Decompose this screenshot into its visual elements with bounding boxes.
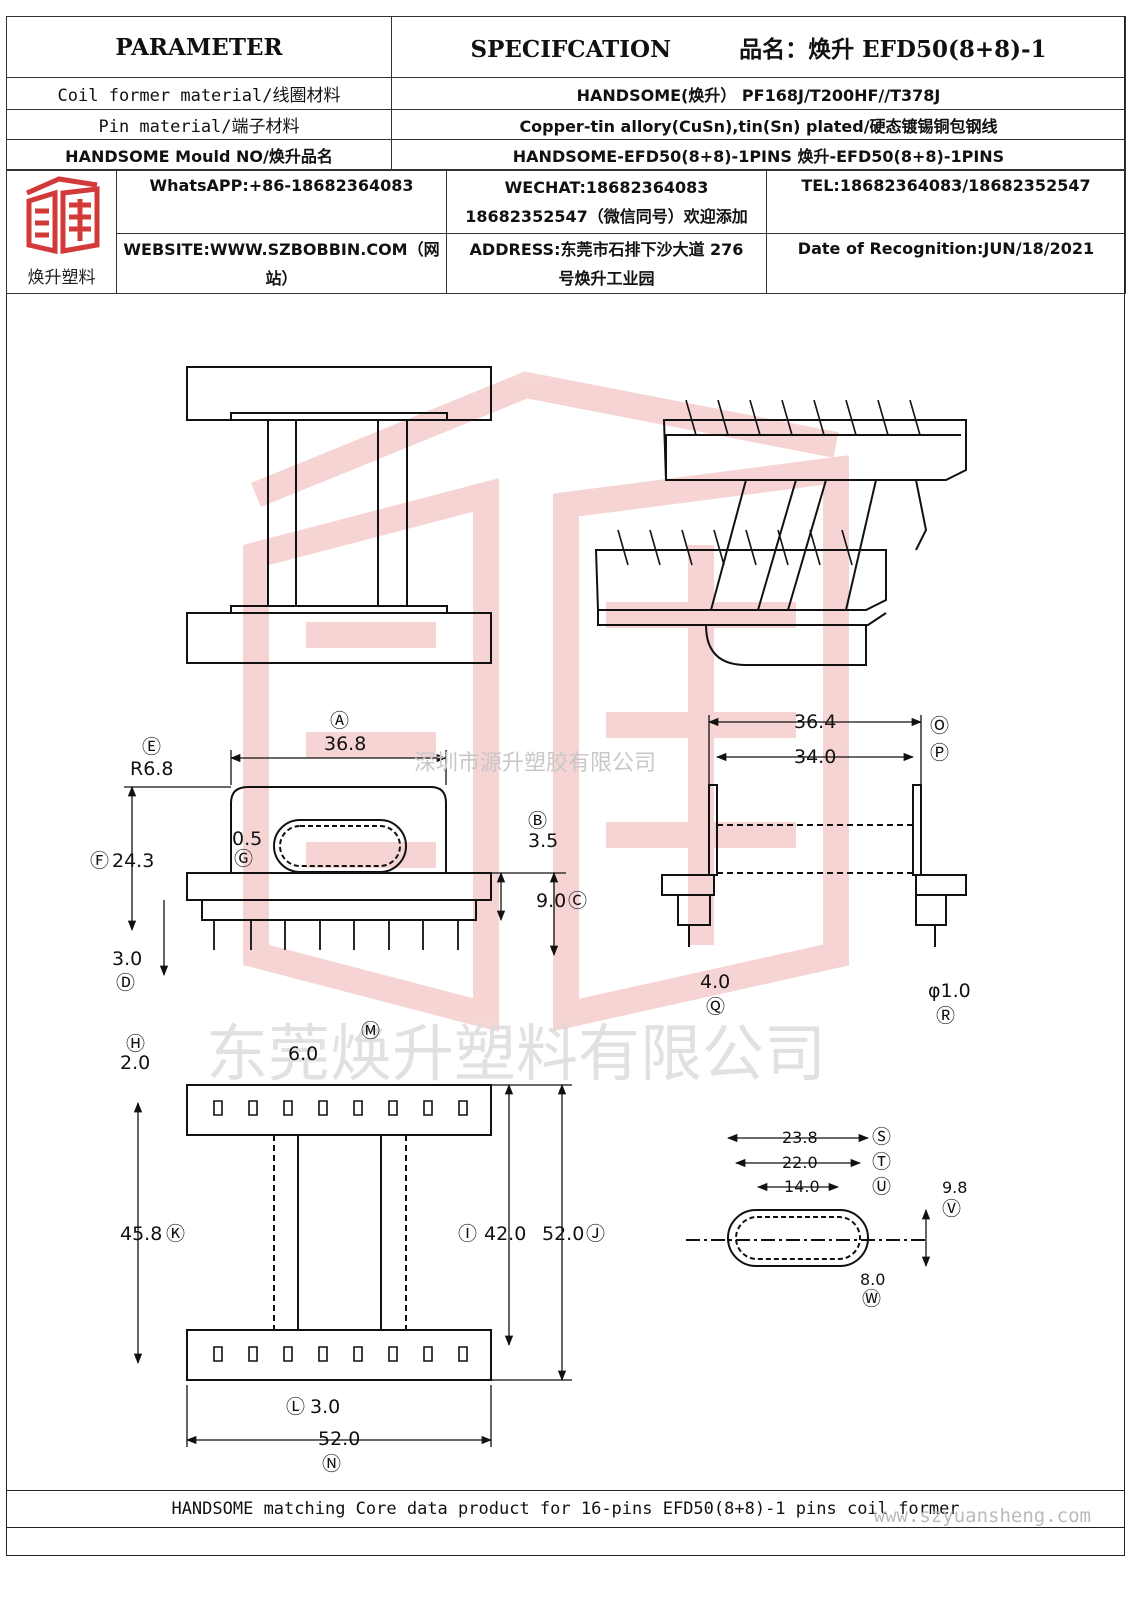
dim-k-value: 45.8 <box>120 1223 162 1245</box>
parameter-heading: PARAMETER <box>6 16 392 78</box>
dim-f-value: 24.3 <box>112 850 154 872</box>
specification-heading: SPECIFCATION 品名：焕升 EFD50(8+8)-1 <box>391 16 1126 78</box>
dim-n-value: 52.0 <box>318 1428 360 1450</box>
dim-n-marker: Ⓝ <box>322 1453 341 1475</box>
coil-former-label: Coil former material/线圈材料 <box>6 77 392 110</box>
watermark-logo <box>243 371 849 1032</box>
dim-i-marker: Ⓘ <box>458 1223 477 1245</box>
mould-no-label: HANDSOME Mould NO/焕升品名 <box>6 139 392 170</box>
website-line-1: WEBSITE:WWW.SZBOBBIN.COM（网 <box>123 239 440 259</box>
dim-m-value: 6.0 <box>288 1043 318 1065</box>
dim-w-marker: Ⓦ <box>862 1288 881 1310</box>
address-line-1: ADDRESS:东莞市石排下沙大道 276 <box>469 239 744 259</box>
dim-q-marker: Ⓠ <box>706 996 725 1018</box>
dim-i-value: 42.0 <box>484 1223 526 1245</box>
dim-g-value: 0.5 <box>232 828 262 850</box>
dim-s-value: 23.8 <box>782 1128 818 1147</box>
product-name: 品名：焕升 EFD50(8+8)-1 <box>739 36 1047 63</box>
logo-cell: 焕升塑料 <box>6 170 117 294</box>
coil-former-value: HANDSOME(焕升） PF168J/T200HF//T378J <box>391 77 1126 110</box>
pin-material-value: Copper-tin allory(CuSn),tin(Sn) plated/硬… <box>391 109 1126 140</box>
isometric-view-drawing <box>594 399 967 666</box>
dim-t-marker: Ⓣ <box>872 1151 891 1173</box>
watermark-company-small: 深圳市源升塑胶有限公司 <box>414 751 656 776</box>
watermark-company-large: 东莞焕升塑料有限公司 <box>206 1017 826 1090</box>
footer-caption: HANDSOME matching Core data product for … <box>6 1490 1125 1528</box>
dim-o-marker: Ⓞ <box>930 715 949 737</box>
telephone: TEL:18682364083/18682352547 <box>766 169 1126 235</box>
dimension-lines <box>124 715 931 1447</box>
dim-b-marker: Ⓑ <box>528 810 547 832</box>
dim-h-value: 2.0 <box>120 1052 150 1074</box>
dim-p-value: 34.0 <box>794 746 836 768</box>
dim-u-value: 14.0 <box>784 1177 820 1196</box>
logo-text: 焕升塑料 <box>27 268 96 288</box>
wechat-line-2: 18682352547（微信同号）欢迎添加 <box>465 207 748 226</box>
dim-d-marker: Ⓓ <box>116 972 135 994</box>
top-view-drawing <box>186 366 492 664</box>
company-logo-icon <box>25 176 99 255</box>
dim-g-marker: Ⓖ <box>234 848 253 870</box>
recognition-date: Date of Recognition:JUN/18/2021 <box>766 233 1126 294</box>
wechat: WECHAT:18682364083 18682352547（微信同号）欢迎添加 <box>446 169 767 235</box>
dim-p-marker: Ⓟ <box>930 742 949 764</box>
dim-k-marker: Ⓚ <box>166 1223 185 1245</box>
dim-l-marker: Ⓛ <box>286 1396 305 1418</box>
window-detail-drawing <box>686 1209 926 1267</box>
watermark-url: www.szyuansheng.com <box>873 1505 1091 1527</box>
dim-a-marker: Ⓐ <box>330 710 349 732</box>
dim-r-value: φ1.0 <box>928 980 971 1002</box>
dim-j-marker: Ⓙ <box>586 1223 605 1245</box>
address-line-2: 号焕升工业园 <box>558 268 655 288</box>
dim-c-value: 9.0 <box>536 890 566 912</box>
side-view-drawing <box>661 784 967 947</box>
front-view-drawing <box>186 786 492 950</box>
dim-v-marker: Ⓥ <box>942 1198 961 1220</box>
dim-e-value: R6.8 <box>130 758 173 780</box>
dim-m-marker: Ⓜ <box>361 1020 380 1042</box>
dim-u-marker: Ⓤ <box>872 1176 891 1198</box>
wechat-line-1: WECHAT:18682364083 <box>504 178 709 197</box>
mould-no-value: HANDSOME-EFD50(8+8)-1PINS 焕升-EFD50(8+8)-… <box>391 139 1126 170</box>
dim-c-marker: Ⓒ <box>568 890 587 912</box>
dim-o-value: 36.4 <box>794 711 836 733</box>
website: WEBSITE:WWW.SZBOBBIN.COM（网 站） <box>116 233 447 294</box>
dim-h-marker: Ⓗ <box>126 1033 145 1055</box>
dim-e-marker: Ⓔ <box>142 736 161 758</box>
technical-drawing: 深圳市源升塑胶有限公司 东莞焕升塑料有限公司 36.8 Ⓐ R6.8 Ⓔ Ⓕ 2… <box>90 366 971 1475</box>
dim-s-marker: Ⓢ <box>872 1126 891 1148</box>
address: ADDRESS:东莞市石排下沙大道 276 号焕升工业园 <box>446 233 767 294</box>
dim-j-value: 52.0 <box>542 1223 584 1245</box>
company-info-table: 焕升塑料 WhatsAPP:+86-18682364083 WECHAT:186… <box>6 169 1126 294</box>
dimension-labels: 36.8 Ⓐ R6.8 Ⓔ Ⓕ 24.3 0.5 Ⓖ 3.0 Ⓓ Ⓑ 3.5 9… <box>90 710 971 1475</box>
spec-header-table: PARAMETER SPECIFCATION 品名：焕升 EFD50(8+8)-… <box>6 16 1126 170</box>
dim-d-value: 3.0 <box>112 948 142 970</box>
dim-f-marker: Ⓕ <box>90 850 109 872</box>
dim-w-value: 8.0 <box>860 1270 885 1289</box>
dim-r-marker: Ⓡ <box>936 1005 955 1027</box>
pin-material-label: Pin material/端子材料 <box>6 109 392 140</box>
dim-v-value: 9.8 <box>942 1178 967 1197</box>
dim-t-value: 22.0 <box>782 1153 818 1172</box>
dim-a-value: 36.8 <box>324 733 366 755</box>
bottom-view-drawing <box>186 1084 492 1381</box>
website-line-2: 站） <box>265 268 298 288</box>
dim-q-value: 4.0 <box>700 971 730 993</box>
whatsapp: WhatsAPP:+86-18682364083 <box>116 169 447 235</box>
specification-label: SPECIFCATION <box>470 36 672 63</box>
dim-l-value: 3.0 <box>310 1396 340 1418</box>
dim-b-value: 3.5 <box>528 830 558 852</box>
